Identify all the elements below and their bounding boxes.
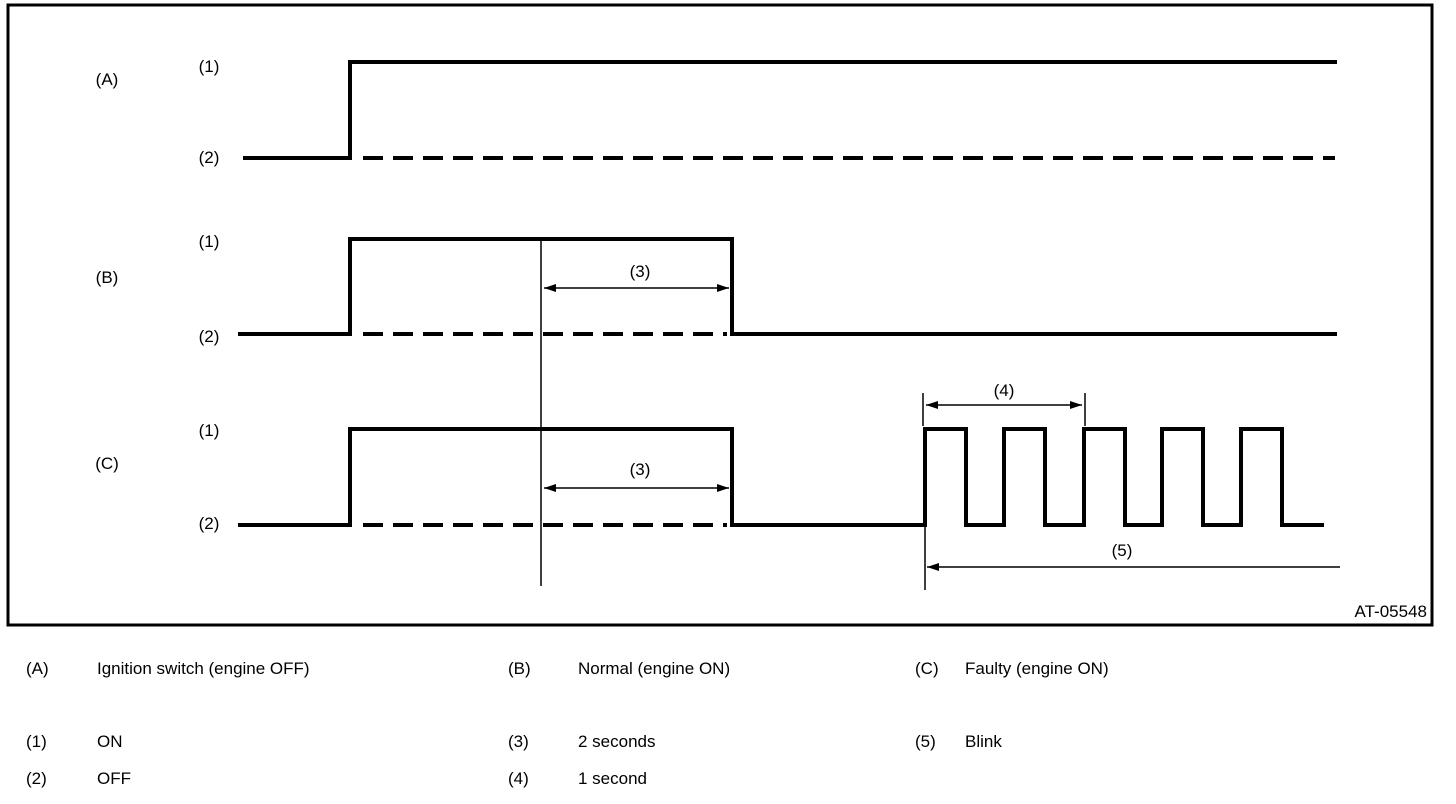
legend-key: (5) xyxy=(915,732,936,751)
duration-annotation-b: (3) xyxy=(629,262,651,281)
duration-annotation-c: (3) xyxy=(629,460,651,479)
arrowhead-left xyxy=(926,401,938,409)
legend-text: Ignition switch (engine OFF) xyxy=(97,659,310,678)
legend-text: ON xyxy=(97,732,123,751)
legend-key: (3) xyxy=(508,732,529,751)
legend-item-3: (3) 2 seconds xyxy=(508,732,656,752)
legend-item-4: (4) 1 second xyxy=(508,769,647,789)
legend-item-1: (1) ON xyxy=(26,732,123,752)
diagram-frame xyxy=(6,3,1434,627)
legend-text: 2 seconds xyxy=(578,732,656,751)
legend-key: (2) xyxy=(26,769,47,788)
arrowhead-left xyxy=(544,484,556,492)
legend-item-5: (5) Blink xyxy=(915,732,1002,752)
signal-on-label-c: (1) xyxy=(198,421,220,440)
stroke-b-wave xyxy=(238,237,1337,336)
stroke-c-wave xyxy=(238,427,1324,527)
legend-item-2: (2) OFF xyxy=(26,769,131,789)
legend-text: Normal (engine ON) xyxy=(578,659,731,678)
legend-key: (1) xyxy=(26,732,47,751)
waveform-a-label: (A) xyxy=(95,70,119,89)
legend-text: OFF xyxy=(97,769,131,788)
arrowhead-right xyxy=(1070,401,1082,409)
legend-text: 1 second xyxy=(578,769,647,788)
blink-period-annotation: (4) xyxy=(993,381,1015,400)
signal-off-label-b: (2) xyxy=(198,327,220,346)
signal-on-label-b: (1) xyxy=(198,232,220,251)
blink-span-annotation: (5) xyxy=(1111,541,1133,560)
legend-item-c: (C) Faulty (engine ON) xyxy=(915,659,1109,679)
legend-key: (B) xyxy=(508,659,531,678)
arrowhead-left xyxy=(544,284,556,292)
stroke-a-wave xyxy=(243,60,1337,160)
signal-off-label-a: (2) xyxy=(198,148,220,167)
waveform-c-label: (C) xyxy=(95,454,119,473)
figure-number: AT-05548 xyxy=(1354,602,1427,621)
arrowhead-left xyxy=(927,563,939,571)
legend-key: (C) xyxy=(915,659,939,678)
legend-key: (A) xyxy=(26,659,49,678)
signal-on-label-a: (1) xyxy=(198,57,220,76)
arrowhead-right xyxy=(717,284,729,292)
signal-off-label-c: (2) xyxy=(198,514,220,533)
legend-key: (4) xyxy=(508,769,529,788)
legend-item-a: (A) Ignition switch (engine OFF) xyxy=(26,659,310,679)
legend-item-b: (B) Normal (engine ON) xyxy=(508,659,730,679)
waveform-b-label: (B) xyxy=(95,268,119,287)
legend-text: Blink xyxy=(965,732,1002,751)
legend-text: Faulty (engine ON) xyxy=(965,659,1109,678)
arrowhead-right xyxy=(717,484,729,492)
